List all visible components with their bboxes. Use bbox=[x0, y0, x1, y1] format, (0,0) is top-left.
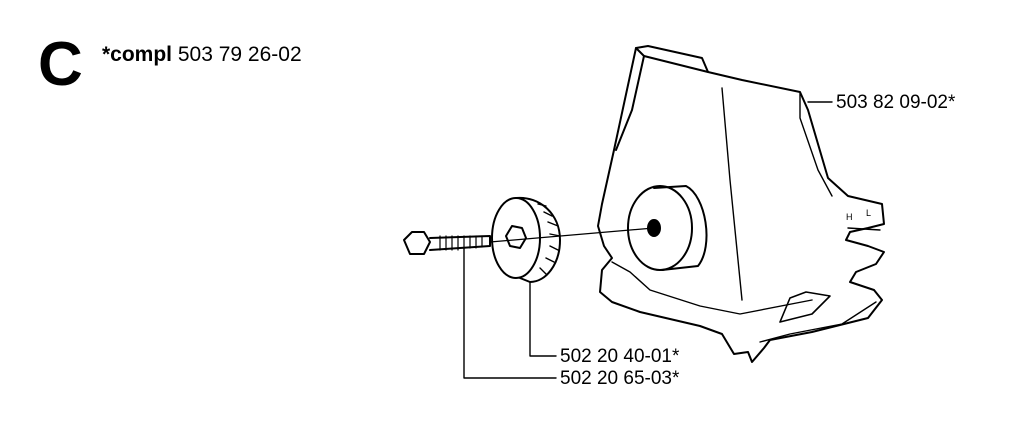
chain-cover-part bbox=[597, 45, 885, 363]
bolt-head bbox=[403, 231, 431, 255]
adjuster-knob-part bbox=[491, 196, 561, 283]
assembly-axis-line bbox=[489, 227, 655, 243]
assembly-number: 503 79 26-02 bbox=[177, 43, 302, 66]
part-label-knob: 502 20 40-01* bbox=[560, 346, 680, 367]
cover-boss bbox=[627, 185, 693, 271]
leader-knob bbox=[529, 281, 557, 357]
cover-mark-l: L bbox=[866, 208, 871, 218]
cover-mark-h: H bbox=[846, 212, 853, 222]
section-letter: C bbox=[38, 30, 83, 99]
leader-bolt bbox=[463, 247, 557, 379]
part-label-cover: 503 82 09-02* bbox=[836, 92, 956, 113]
cover-outline bbox=[597, 45, 885, 363]
assembly-label: *compl 503 79 26-02 bbox=[102, 44, 302, 65]
bolt-part bbox=[403, 231, 491, 255]
assembly-prefix: *compl bbox=[102, 43, 173, 66]
knob-hex-socket bbox=[505, 225, 527, 249]
part-label-bolt: 502 20 65-03* bbox=[560, 368, 680, 389]
